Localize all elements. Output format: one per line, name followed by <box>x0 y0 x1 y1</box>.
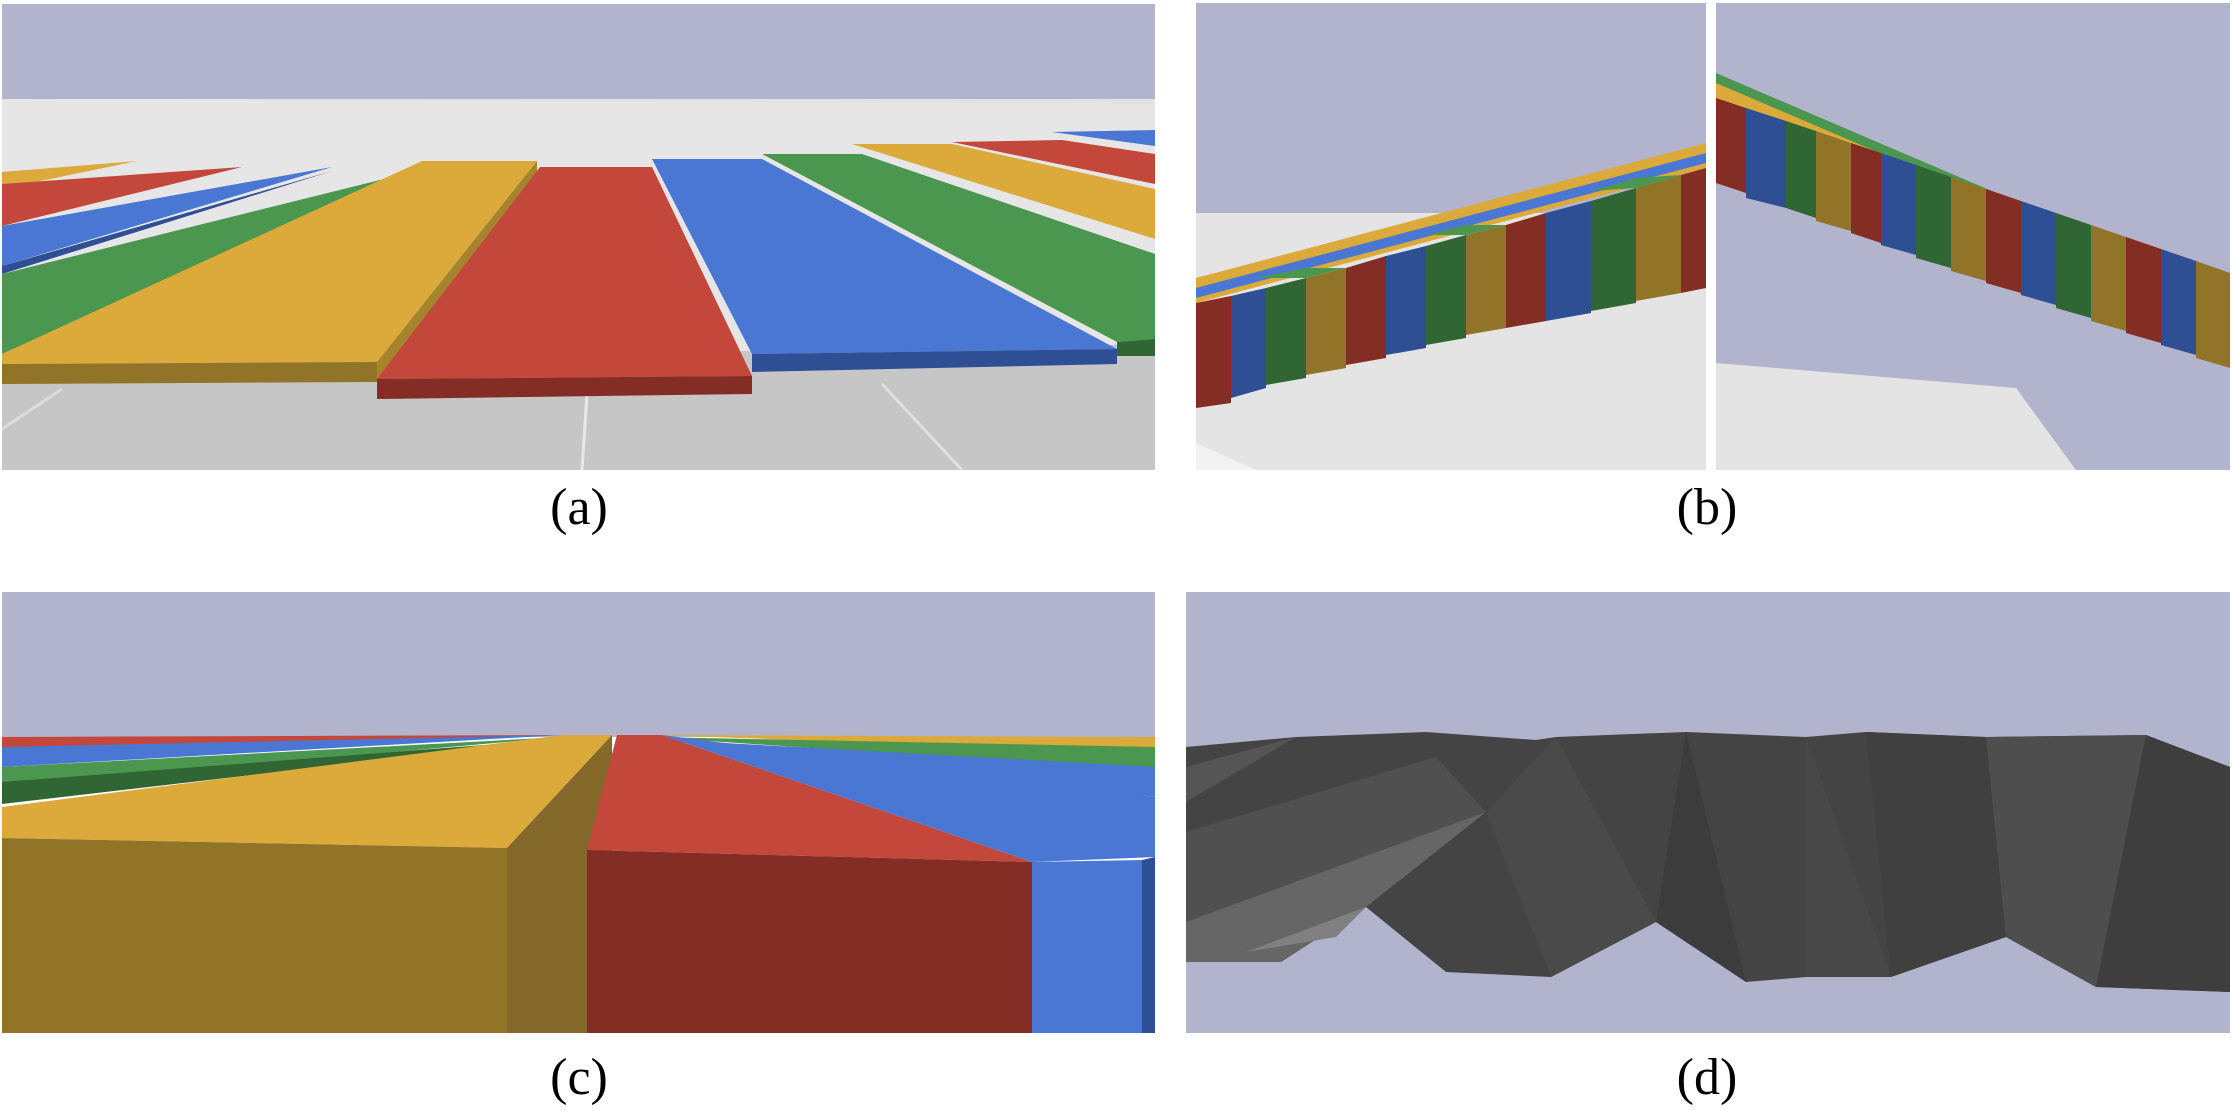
panel-c-image <box>2 592 1155 1033</box>
panel-b-right-image <box>1716 3 2230 470</box>
caption-b: (b) <box>1676 479 1738 536</box>
panel-a-image <box>2 4 1155 470</box>
caption-c: (c) <box>550 1049 608 1106</box>
caption-d: (d) <box>1676 1049 1738 1106</box>
panel-d-image <box>1186 592 2230 1033</box>
caption-a: (a) <box>550 479 608 536</box>
panel-b-left-image <box>1196 3 1706 470</box>
